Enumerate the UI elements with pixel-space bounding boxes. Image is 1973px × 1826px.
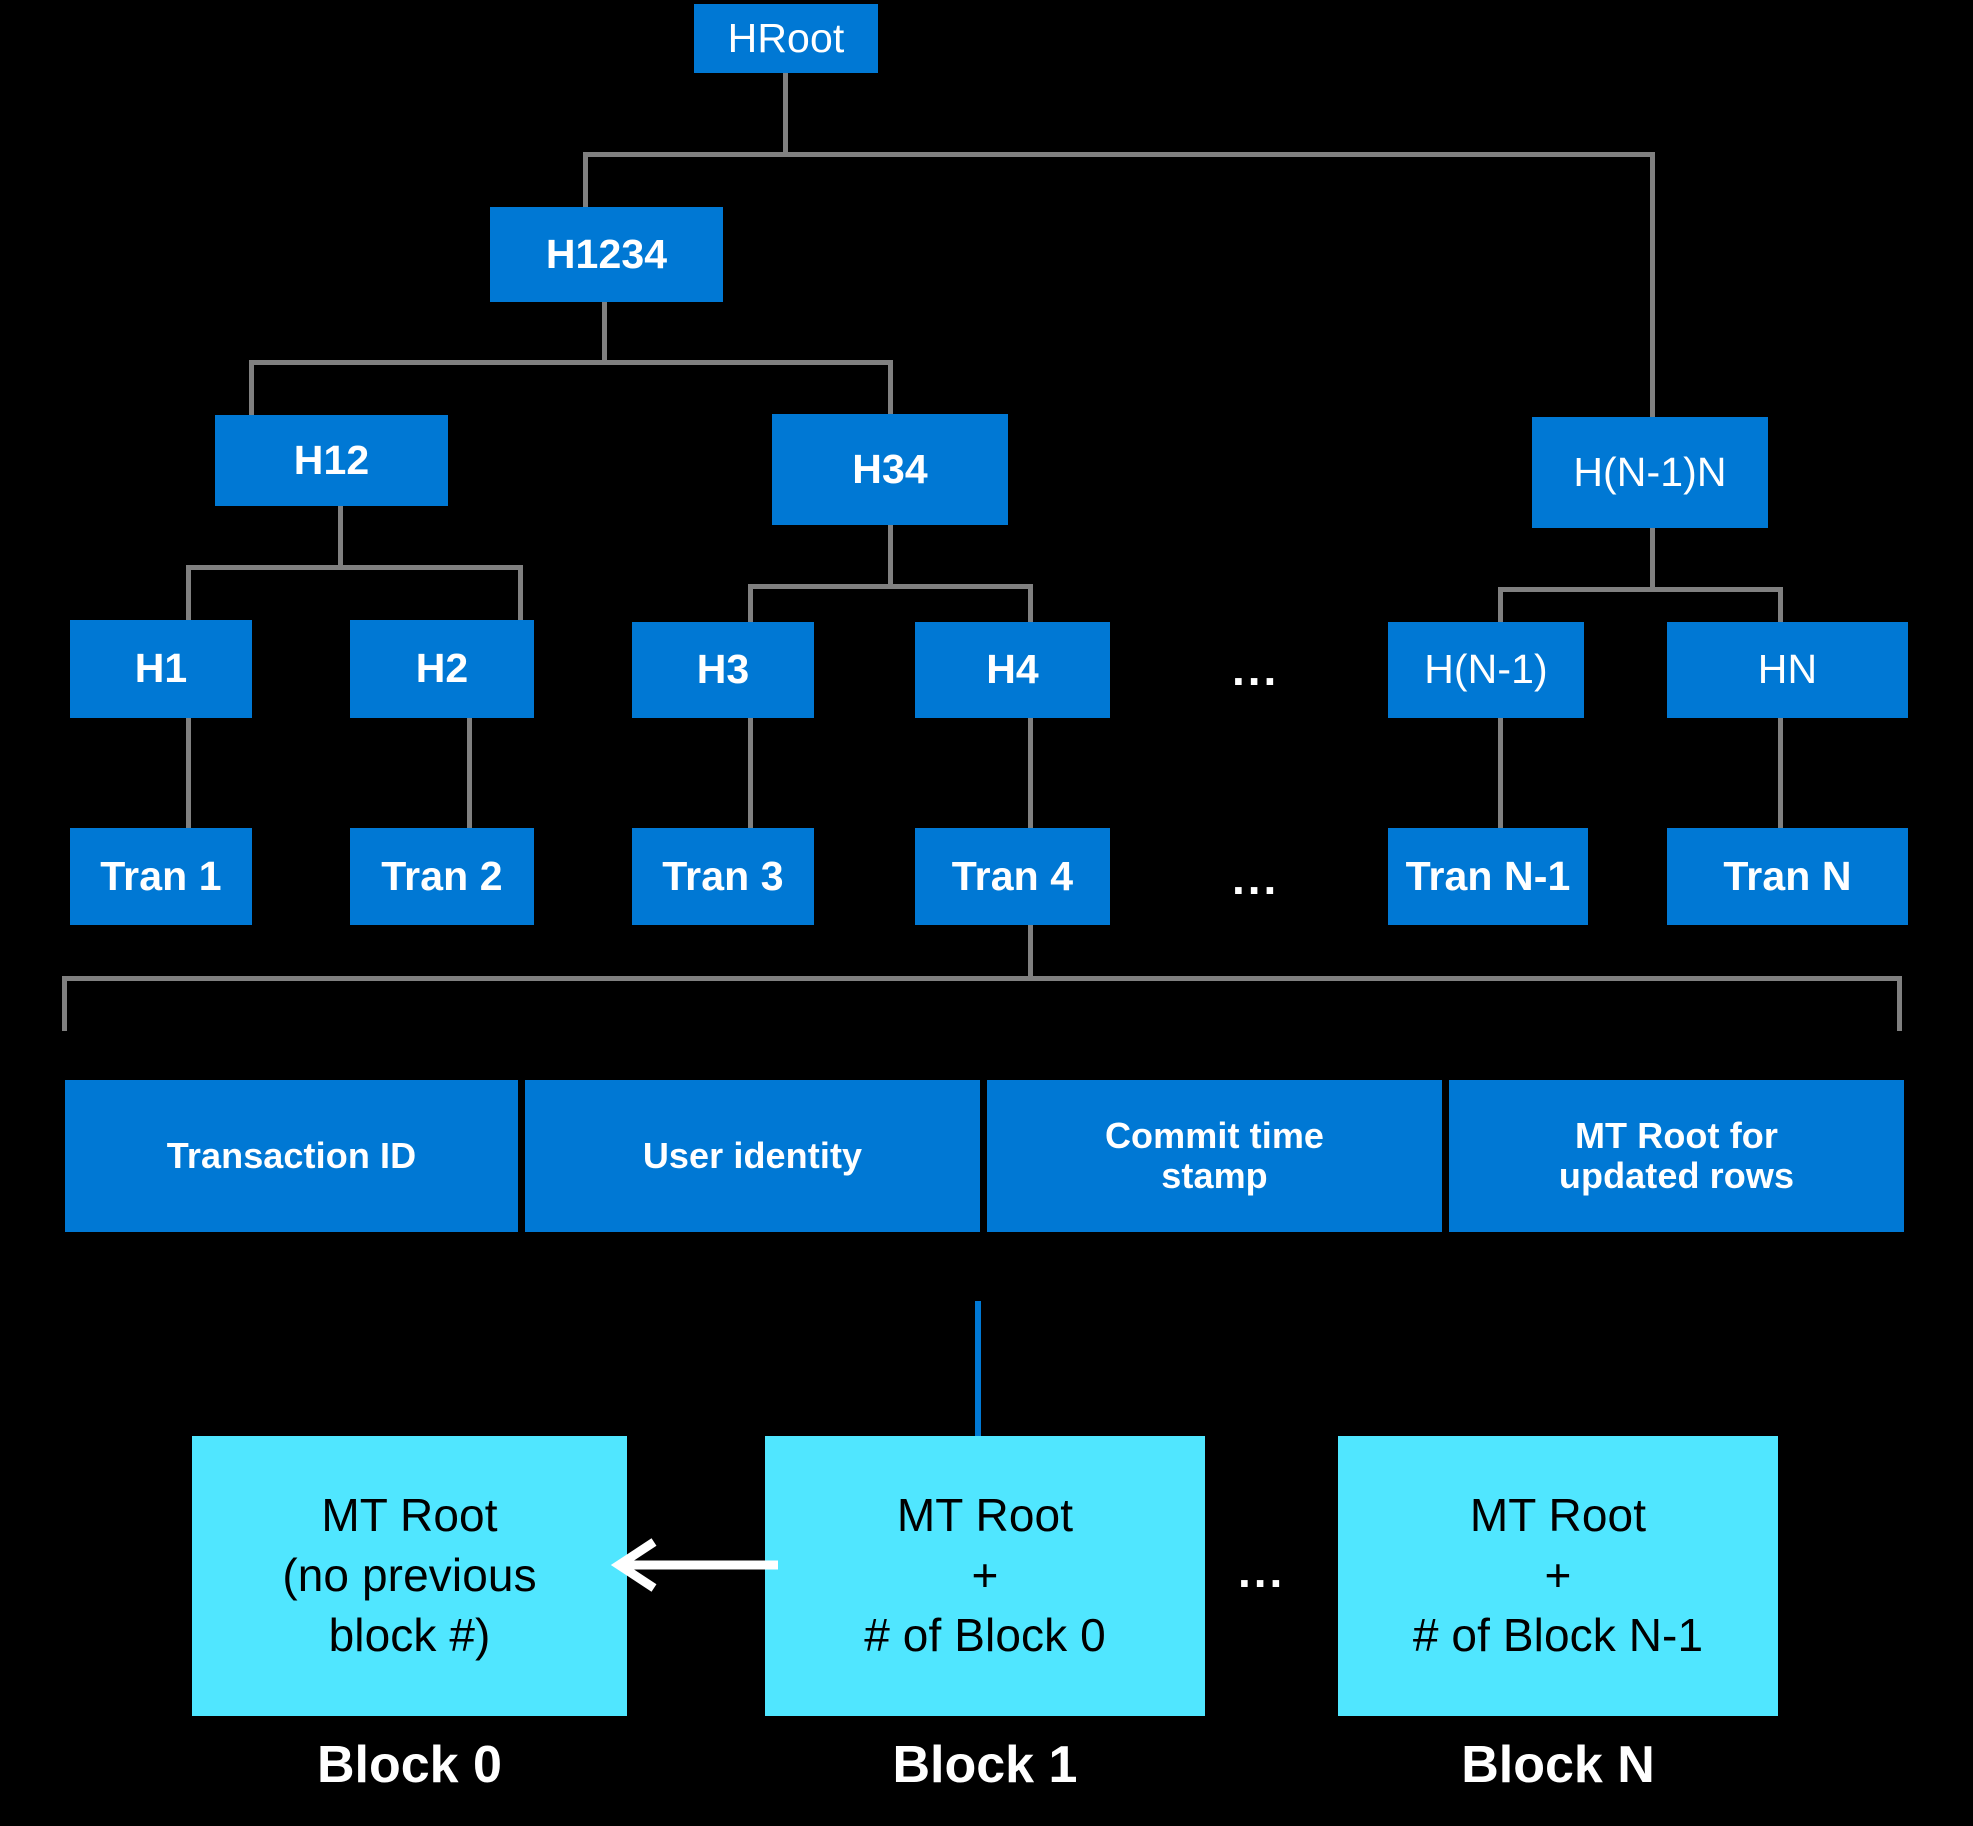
node-hn1-label: H(N-1) <box>1424 646 1548 693</box>
connector-to-h4 <box>1028 584 1033 622</box>
connector-h1234-bus <box>249 360 893 365</box>
ellipsis-block-row: ... <box>1238 1545 1286 1597</box>
node-hn[interactable]: HN <box>1667 622 1908 718</box>
node-hn-label: HN <box>1757 646 1818 693</box>
connector-to-h2 <box>518 565 523 620</box>
node-h34[interactable]: H34 <box>772 414 1008 525</box>
node-h1-label: H1 <box>134 645 188 692</box>
block-n-line-1: MT Root <box>1469 1489 1647 1542</box>
node-tran-n-1[interactable]: Tran N-1 <box>1388 828 1588 925</box>
node-h4-label: H4 <box>986 646 1039 693</box>
connector-h12-bus <box>186 565 523 570</box>
node-h3-label: H3 <box>696 646 750 693</box>
node-tran-4-label: Tran 4 <box>951 852 1074 899</box>
node-tran-n-label: Tran N <box>1723 852 1852 899</box>
ellipsis-transaction-row: ... <box>1232 852 1280 904</box>
node-tran-4[interactable]: Tran 4 <box>915 828 1110 925</box>
record-field-mt-root-updated-rows-label: MT Root for updated rows <box>1558 1114 1795 1196</box>
block-n[interactable]: MT Root + # of Block N-1 <box>1338 1436 1778 1716</box>
node-h1[interactable]: H1 <box>70 620 252 718</box>
block-0-caption: Block 0 <box>317 1736 502 1794</box>
record-field-transaction-id-label: Transaction ID <box>166 1134 417 1176</box>
node-h34-label: H34 <box>852 445 928 492</box>
connector-to-h12 <box>249 360 254 415</box>
record-field-mt-root-updated-rows[interactable]: MT Root for updated rows <box>1449 1080 1904 1232</box>
connector-to-h1234 <box>583 152 588 210</box>
block-0-line-3: block #) <box>328 1608 491 1661</box>
block-1-line-3: # of Block 0 <box>864 1608 1106 1661</box>
node-h1234[interactable]: H1234 <box>490 207 723 302</box>
node-tran-n-1-label: Tran N-1 <box>1405 852 1571 899</box>
block-1-line-1: MT Root <box>896 1489 1074 1542</box>
record-field-commit-time-stamp[interactable]: Commit time stamp <box>987 1080 1442 1232</box>
connector-h2-tran2 <box>467 718 472 830</box>
node-tran-1-label: Tran 1 <box>100 852 222 899</box>
connector-h34-stem <box>888 525 893 587</box>
node-h3[interactable]: H3 <box>632 622 814 718</box>
block-1-line-2: + <box>971 1549 999 1602</box>
connector-record-bracket <box>62 976 1902 981</box>
record-field-user-identity-label: User identity <box>642 1134 863 1176</box>
node-h12[interactable]: H12 <box>215 415 448 506</box>
connector-tran4-record <box>1028 925 1033 980</box>
arrow-block1-to-block0 <box>610 1538 778 1592</box>
connector-to-h3 <box>748 584 753 622</box>
connector-h12-stem <box>338 506 343 568</box>
block-0-line-2: (no previous <box>282 1549 537 1602</box>
block-n-caption: Block N <box>1461 1736 1655 1794</box>
record-field-transaction-id[interactable]: Transaction ID <box>65 1080 518 1232</box>
node-tran-1[interactable]: Tran 1 <box>70 828 252 925</box>
connector-h34-bus <box>748 584 1033 589</box>
block-0[interactable]: MT Root (no previous block #) <box>192 1436 627 1716</box>
node-hn1n[interactable]: H(N-1)N <box>1532 417 1768 528</box>
node-hroot-label: HRoot <box>727 14 845 61</box>
ellipsis-hash-row: ... <box>1232 643 1280 695</box>
connector-hn1-trann1 <box>1498 718 1503 830</box>
block-n-line-2: + <box>1544 1549 1572 1602</box>
node-h2-label: H2 <box>415 645 469 692</box>
connector-mtroot-block1 <box>975 1301 981 1436</box>
node-tran-3[interactable]: Tran 3 <box>632 828 814 925</box>
connector-h1234-stem <box>602 302 607 364</box>
block-1[interactable]: MT Root + # of Block 0 <box>765 1436 1205 1716</box>
node-h4[interactable]: H4 <box>915 622 1110 718</box>
block-n-line-3: # of Block N-1 <box>1412 1608 1704 1661</box>
connector-to-hn1n <box>1650 152 1655 420</box>
node-tran-n[interactable]: Tran N <box>1667 828 1908 925</box>
connector-hn1n-bus <box>1498 587 1783 592</box>
node-tran-2-label: Tran 2 <box>381 852 503 899</box>
connector-h3-tran3 <box>748 718 753 830</box>
node-h12-label: H12 <box>293 436 370 483</box>
connector-to-hn1 <box>1498 587 1503 622</box>
connector-bracket-right-stub <box>1897 976 1902 1031</box>
node-hn1n-label: H(N-1)N <box>1573 448 1727 495</box>
block-0-line-1: MT Root <box>321 1489 498 1542</box>
connector-hn-trann <box>1778 718 1783 830</box>
record-field-user-identity[interactable]: User identity <box>525 1080 980 1232</box>
connector-to-h1 <box>186 565 191 620</box>
node-h1234-label: H1234 <box>545 230 668 277</box>
node-tran-3-label: Tran 3 <box>662 852 784 899</box>
block-1-caption: Block 1 <box>892 1736 1078 1794</box>
connector-bracket-left-stub <box>62 976 67 1031</box>
node-tran-2[interactable]: Tran 2 <box>350 828 534 925</box>
connector-h4-tran4 <box>1028 718 1033 830</box>
connector-hroot-stem <box>783 73 788 155</box>
node-h2[interactable]: H2 <box>350 620 534 718</box>
node-hn1[interactable]: H(N-1) <box>1388 622 1584 718</box>
connector-to-hn <box>1778 587 1783 622</box>
connector-h1-tran1 <box>186 718 191 830</box>
connector-hroot-bus <box>583 152 1655 157</box>
record-field-commit-time-stamp-label: Commit time stamp <box>1104 1114 1325 1196</box>
connector-to-h34 <box>888 360 893 415</box>
connector-hn1n-stem <box>1650 528 1655 590</box>
node-hroot[interactable]: HRoot <box>694 4 878 73</box>
